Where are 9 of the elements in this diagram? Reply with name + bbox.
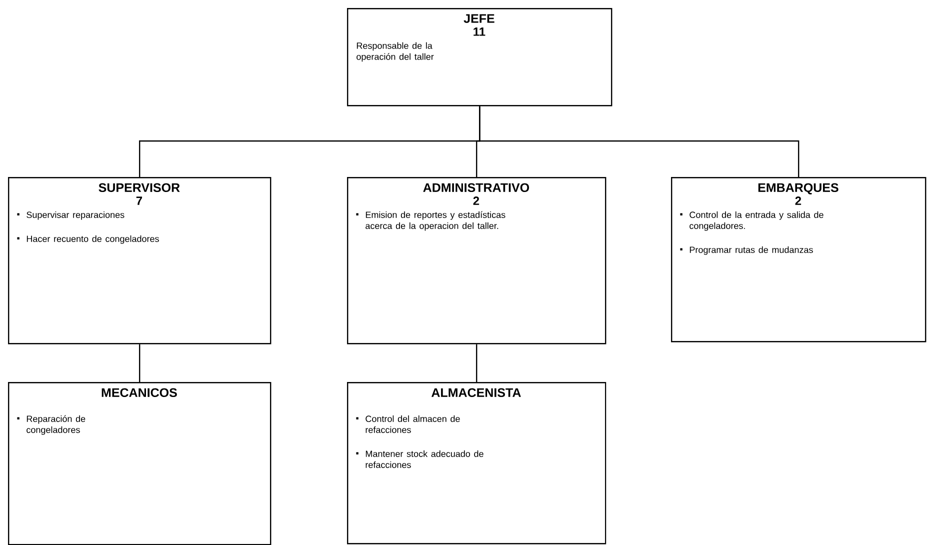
connector-line <box>479 106 800 177</box>
org-box: EMBARQUES 2 Control de la entrada y salida de congeladores. Programar rutas de mudanzas <box>671 177 926 342</box>
org-box: MECANICOS Reparación de congeladores <box>8 382 272 545</box>
connector-line <box>476 344 478 382</box>
org-box: ALMACENISTA Control del almacen de refacciones Mantener stock adecuado de refacciones <box>347 382 606 544</box>
org-box: SUPERVISOR 7 Supervisar reparaciones Hacer recuento de congeladores <box>8 177 272 344</box>
org-box: ADMINISTRATIVO 2 Emision de reportes y estadísticas acerca de la operacion del taller. <box>347 177 606 344</box>
org-box: JEFE 11 Responsable de la operación del taller <box>347 8 612 106</box>
connector-line <box>139 344 140 382</box>
